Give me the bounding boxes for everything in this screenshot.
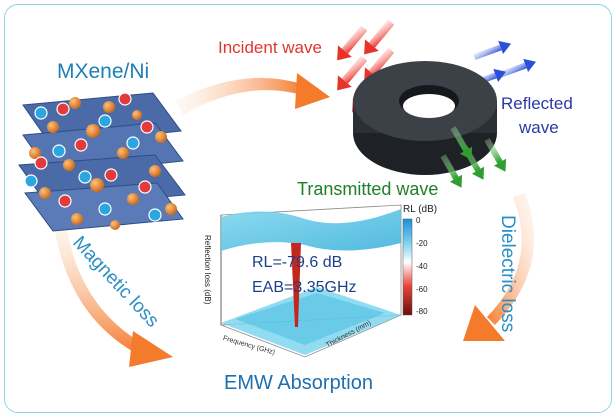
z-axis-label: Reflection loss (dB) xyxy=(203,235,212,305)
rl-3d-plot xyxy=(220,204,413,358)
mxene-ni-structure xyxy=(18,92,186,232)
figure-frame: MXene/Ni Incident wave Reflected wave Tr… xyxy=(4,4,612,413)
positive-charges xyxy=(34,92,154,208)
diagram-canvas xyxy=(18,19,537,367)
colorbar-tick: -40 xyxy=(416,262,428,271)
top-curved-arrow xyxy=(175,73,330,115)
emw-absorption-label: EMW Absorption xyxy=(224,372,373,394)
colorbar-tick: -80 xyxy=(416,307,428,316)
rl-peak xyxy=(291,243,301,327)
colorbar-tick: -60 xyxy=(416,285,428,294)
material-label: MXene/Ni xyxy=(57,60,150,83)
reflected-wave-label-line1: Reflected xyxy=(501,94,573,113)
transmitted-wave-label: Transmitted wave xyxy=(297,179,439,199)
eab-value-label: EAB=3.35GHz xyxy=(252,279,357,296)
incident-wave-label: Incident wave xyxy=(218,38,322,57)
dielectric-loss-label: Dielectric loss xyxy=(497,215,518,333)
rl-value-label: RL=-79.6 dB xyxy=(252,254,343,271)
colorbar xyxy=(402,218,413,316)
colorbar-title: RL (dB) xyxy=(403,204,438,215)
transmitted-arrows xyxy=(440,126,507,188)
colorbar-tick: -20 xyxy=(416,239,428,248)
colorbar-tick: 0 xyxy=(416,216,421,225)
ni-particles xyxy=(29,97,177,230)
right-curved-arrow xyxy=(463,193,535,341)
absorber-ring xyxy=(353,61,497,175)
reflected-wave-label-line2: wave xyxy=(519,118,559,137)
negative-charges xyxy=(24,106,162,222)
